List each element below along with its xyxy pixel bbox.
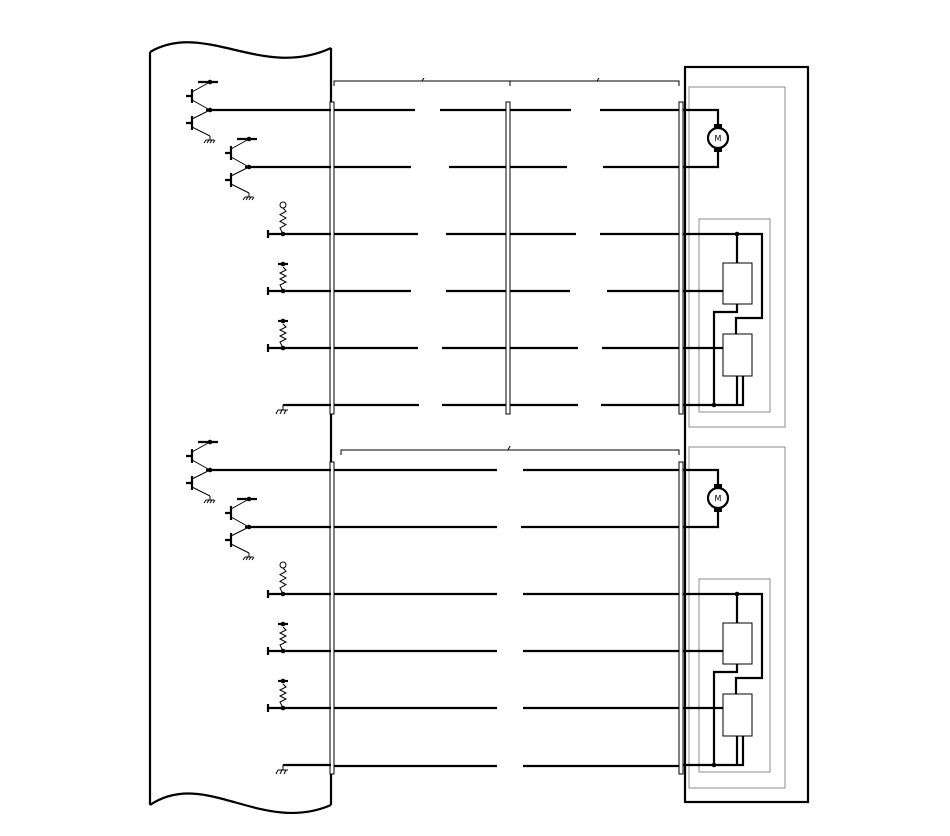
ground-icon — [242, 193, 255, 201]
junction-dot — [280, 261, 286, 267]
pull-up-resistor-icon — [266, 678, 288, 712]
junction-dot — [711, 402, 717, 408]
relay-coil-2 — [722, 333, 753, 377]
junction-dot — [711, 762, 717, 768]
relay-coil-1 — [722, 622, 753, 665]
harness-bracket-upper — [333, 77, 680, 86]
relay-coil-icon — [683, 231, 764, 408]
control-unit-block — [148, 41, 333, 815]
npn-transistor-pair-icon — [225, 136, 257, 201]
junction-dot — [246, 164, 252, 170]
connector-ecu-lower — [329, 461, 335, 775]
relay-coil-2 — [722, 693, 753, 737]
motor-icon: M — [683, 468, 730, 529]
junction-dot — [280, 678, 286, 684]
motor-label: M — [715, 494, 722, 503]
junction-dot — [280, 621, 286, 627]
pull-up-resistor-icon — [266, 201, 288, 238]
pull-up-resistor-icon — [266, 561, 288, 598]
ground-icon — [203, 136, 216, 144]
ground-icon — [203, 496, 216, 504]
ecu-internal-circuits — [186, 79, 331, 775]
motor-label: M — [715, 134, 722, 143]
pull-up-resistor-icon — [266, 318, 288, 352]
junction-dot — [207, 467, 213, 473]
junction-dot — [246, 524, 252, 530]
junction-dot — [207, 107, 213, 113]
junction-dot — [280, 318, 286, 324]
connector-mid-upper — [505, 101, 511, 415]
wire-segments-upper — [334, 108, 679, 407]
relay-coil-icon — [683, 591, 764, 768]
unit-internal-circuits: MM — [683, 108, 771, 773]
connector-unit-lower — [678, 461, 684, 775]
npn-transistor-pair-icon — [186, 79, 218, 144]
relay-frame — [698, 578, 771, 773]
connector-bars — [329, 101, 684, 775]
harness-bracket-lower — [340, 445, 680, 455]
connector-unit-upper — [678, 101, 684, 415]
connector-ecu-upper — [329, 101, 335, 415]
npn-transistor-pair-icon — [186, 439, 218, 504]
ground-icon — [242, 553, 255, 561]
ground-icon — [275, 765, 288, 775]
pull-up-resistor-icon — [266, 261, 288, 295]
wire-segments-lower — [334, 468, 679, 768]
component-unit-block — [683, 65, 810, 804]
relay-coil-1 — [722, 262, 753, 305]
motor-icon: M — [683, 108, 730, 169]
relay-frame — [698, 218, 771, 413]
npn-transistor-pair-icon — [225, 496, 257, 561]
ground-icon — [275, 405, 288, 415]
pull-up-resistor-icon — [266, 621, 288, 655]
